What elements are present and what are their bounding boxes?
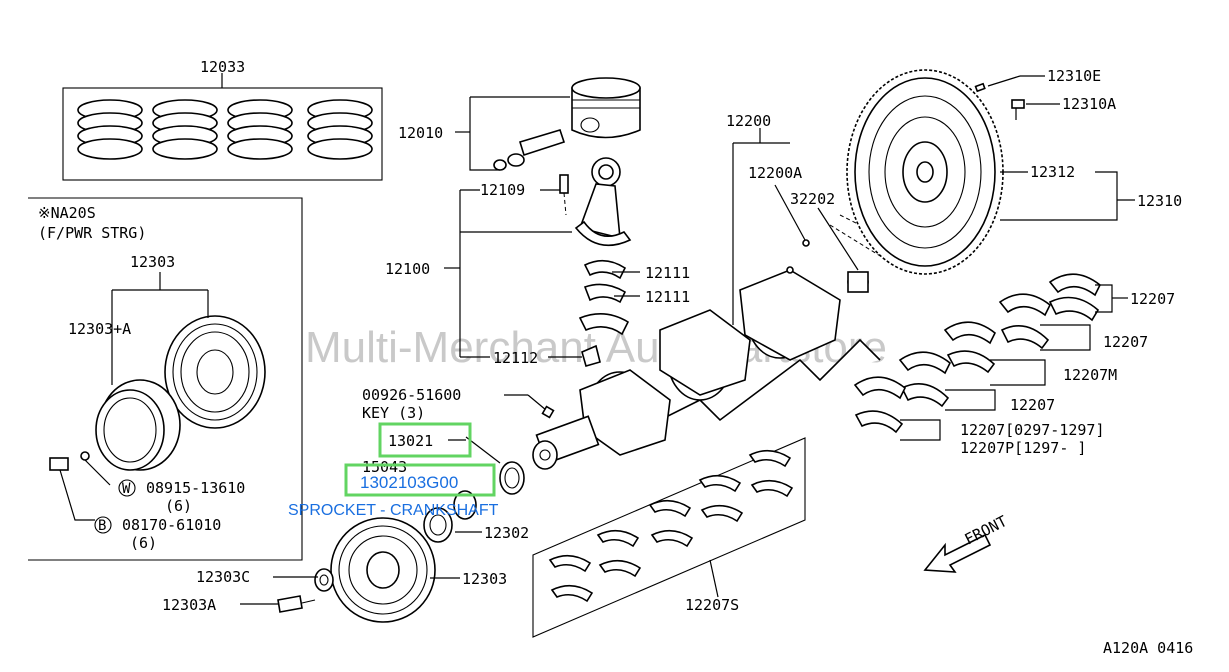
inset-title-option: (F/PWR STRG) bbox=[38, 224, 146, 242]
label-08915-qty: (6) bbox=[165, 497, 192, 515]
label-00926-51600: 00926-51600 bbox=[362, 386, 461, 404]
label-12111-upper: 12111 bbox=[645, 264, 690, 282]
label-12112: 12112 bbox=[493, 349, 538, 367]
label-12302: 12302 bbox=[484, 524, 529, 542]
connecting-rod bbox=[444, 157, 640, 367]
label-15043: 15043 bbox=[362, 458, 407, 476]
label-12200A: 12200A bbox=[748, 164, 802, 182]
label-12207-b: 12207 bbox=[1103, 333, 1148, 351]
label-12303C: 12303C bbox=[196, 568, 250, 586]
label-12312: 12312 bbox=[1030, 163, 1075, 181]
bolt-badge: B bbox=[94, 516, 112, 534]
label-12303A: 12303A bbox=[162, 596, 216, 614]
label-12207-range: 12207[0297-1297] bbox=[960, 421, 1105, 439]
washer-badge: W bbox=[118, 479, 136, 497]
flywheel bbox=[846, 69, 1135, 275]
crankshaft bbox=[532, 128, 901, 470]
label-12109: 12109 bbox=[480, 181, 525, 199]
label-12303-plus-A: 12303+A bbox=[68, 320, 131, 338]
label-13021: 13021 bbox=[388, 432, 433, 450]
label-12207-a: 12207 bbox=[1130, 290, 1175, 308]
crank-pulley bbox=[240, 517, 460, 623]
front-arrow: FRONT bbox=[923, 512, 1010, 573]
bearing-set-box bbox=[532, 437, 806, 638]
highlight-box-13021[interactable] bbox=[378, 422, 472, 458]
label-key-qty: KEY (3) bbox=[362, 404, 425, 422]
label-12207M: 12207M bbox=[1063, 366, 1117, 384]
inset-box bbox=[28, 197, 303, 561]
label-12310E: 12310E bbox=[1047, 67, 1101, 85]
label-12111-lower: 12111 bbox=[645, 288, 690, 306]
washer-badge-letter: W bbox=[122, 481, 131, 497]
label-12010: 12010 bbox=[398, 124, 443, 142]
highlight-part-number[interactable]: 1302103G00 bbox=[360, 473, 458, 492]
label-12033: 12033 bbox=[200, 58, 245, 76]
label-12303-inset: 12303 bbox=[130, 253, 175, 271]
label-12207-c: 12207 bbox=[1010, 396, 1055, 414]
highlight-part-name[interactable]: SPROCKET - CRANKSHAFT bbox=[288, 502, 499, 519]
key-and-sprocket bbox=[423, 394, 555, 543]
main-bearings bbox=[853, 273, 1128, 441]
label-08915-13610: 08915-13610 bbox=[146, 479, 245, 497]
highlight-box-part-number[interactable] bbox=[344, 463, 496, 497]
label-12310A: 12310A bbox=[1062, 95, 1116, 113]
label-12200: 12200 bbox=[726, 112, 771, 130]
label-12303-pulley: 12303 bbox=[462, 570, 507, 588]
label-08170-qty: (6) bbox=[130, 534, 157, 552]
figure-code: A120A 0416 bbox=[1103, 639, 1193, 657]
bolt-badge-letter: B bbox=[98, 518, 106, 534]
label-32202: 32202 bbox=[790, 190, 835, 208]
piston-ring-set bbox=[62, 73, 383, 181]
label-12207P: 12207P[1297- ] bbox=[960, 439, 1086, 457]
inset-title-model: ※NA20S bbox=[38, 204, 96, 222]
label-12310: 12310 bbox=[1137, 192, 1182, 210]
label-08170-61010: 08170-61010 bbox=[122, 516, 221, 534]
label-12207S: 12207S bbox=[685, 596, 739, 614]
piston bbox=[455, 77, 641, 171]
label-12100: 12100 bbox=[385, 260, 430, 278]
